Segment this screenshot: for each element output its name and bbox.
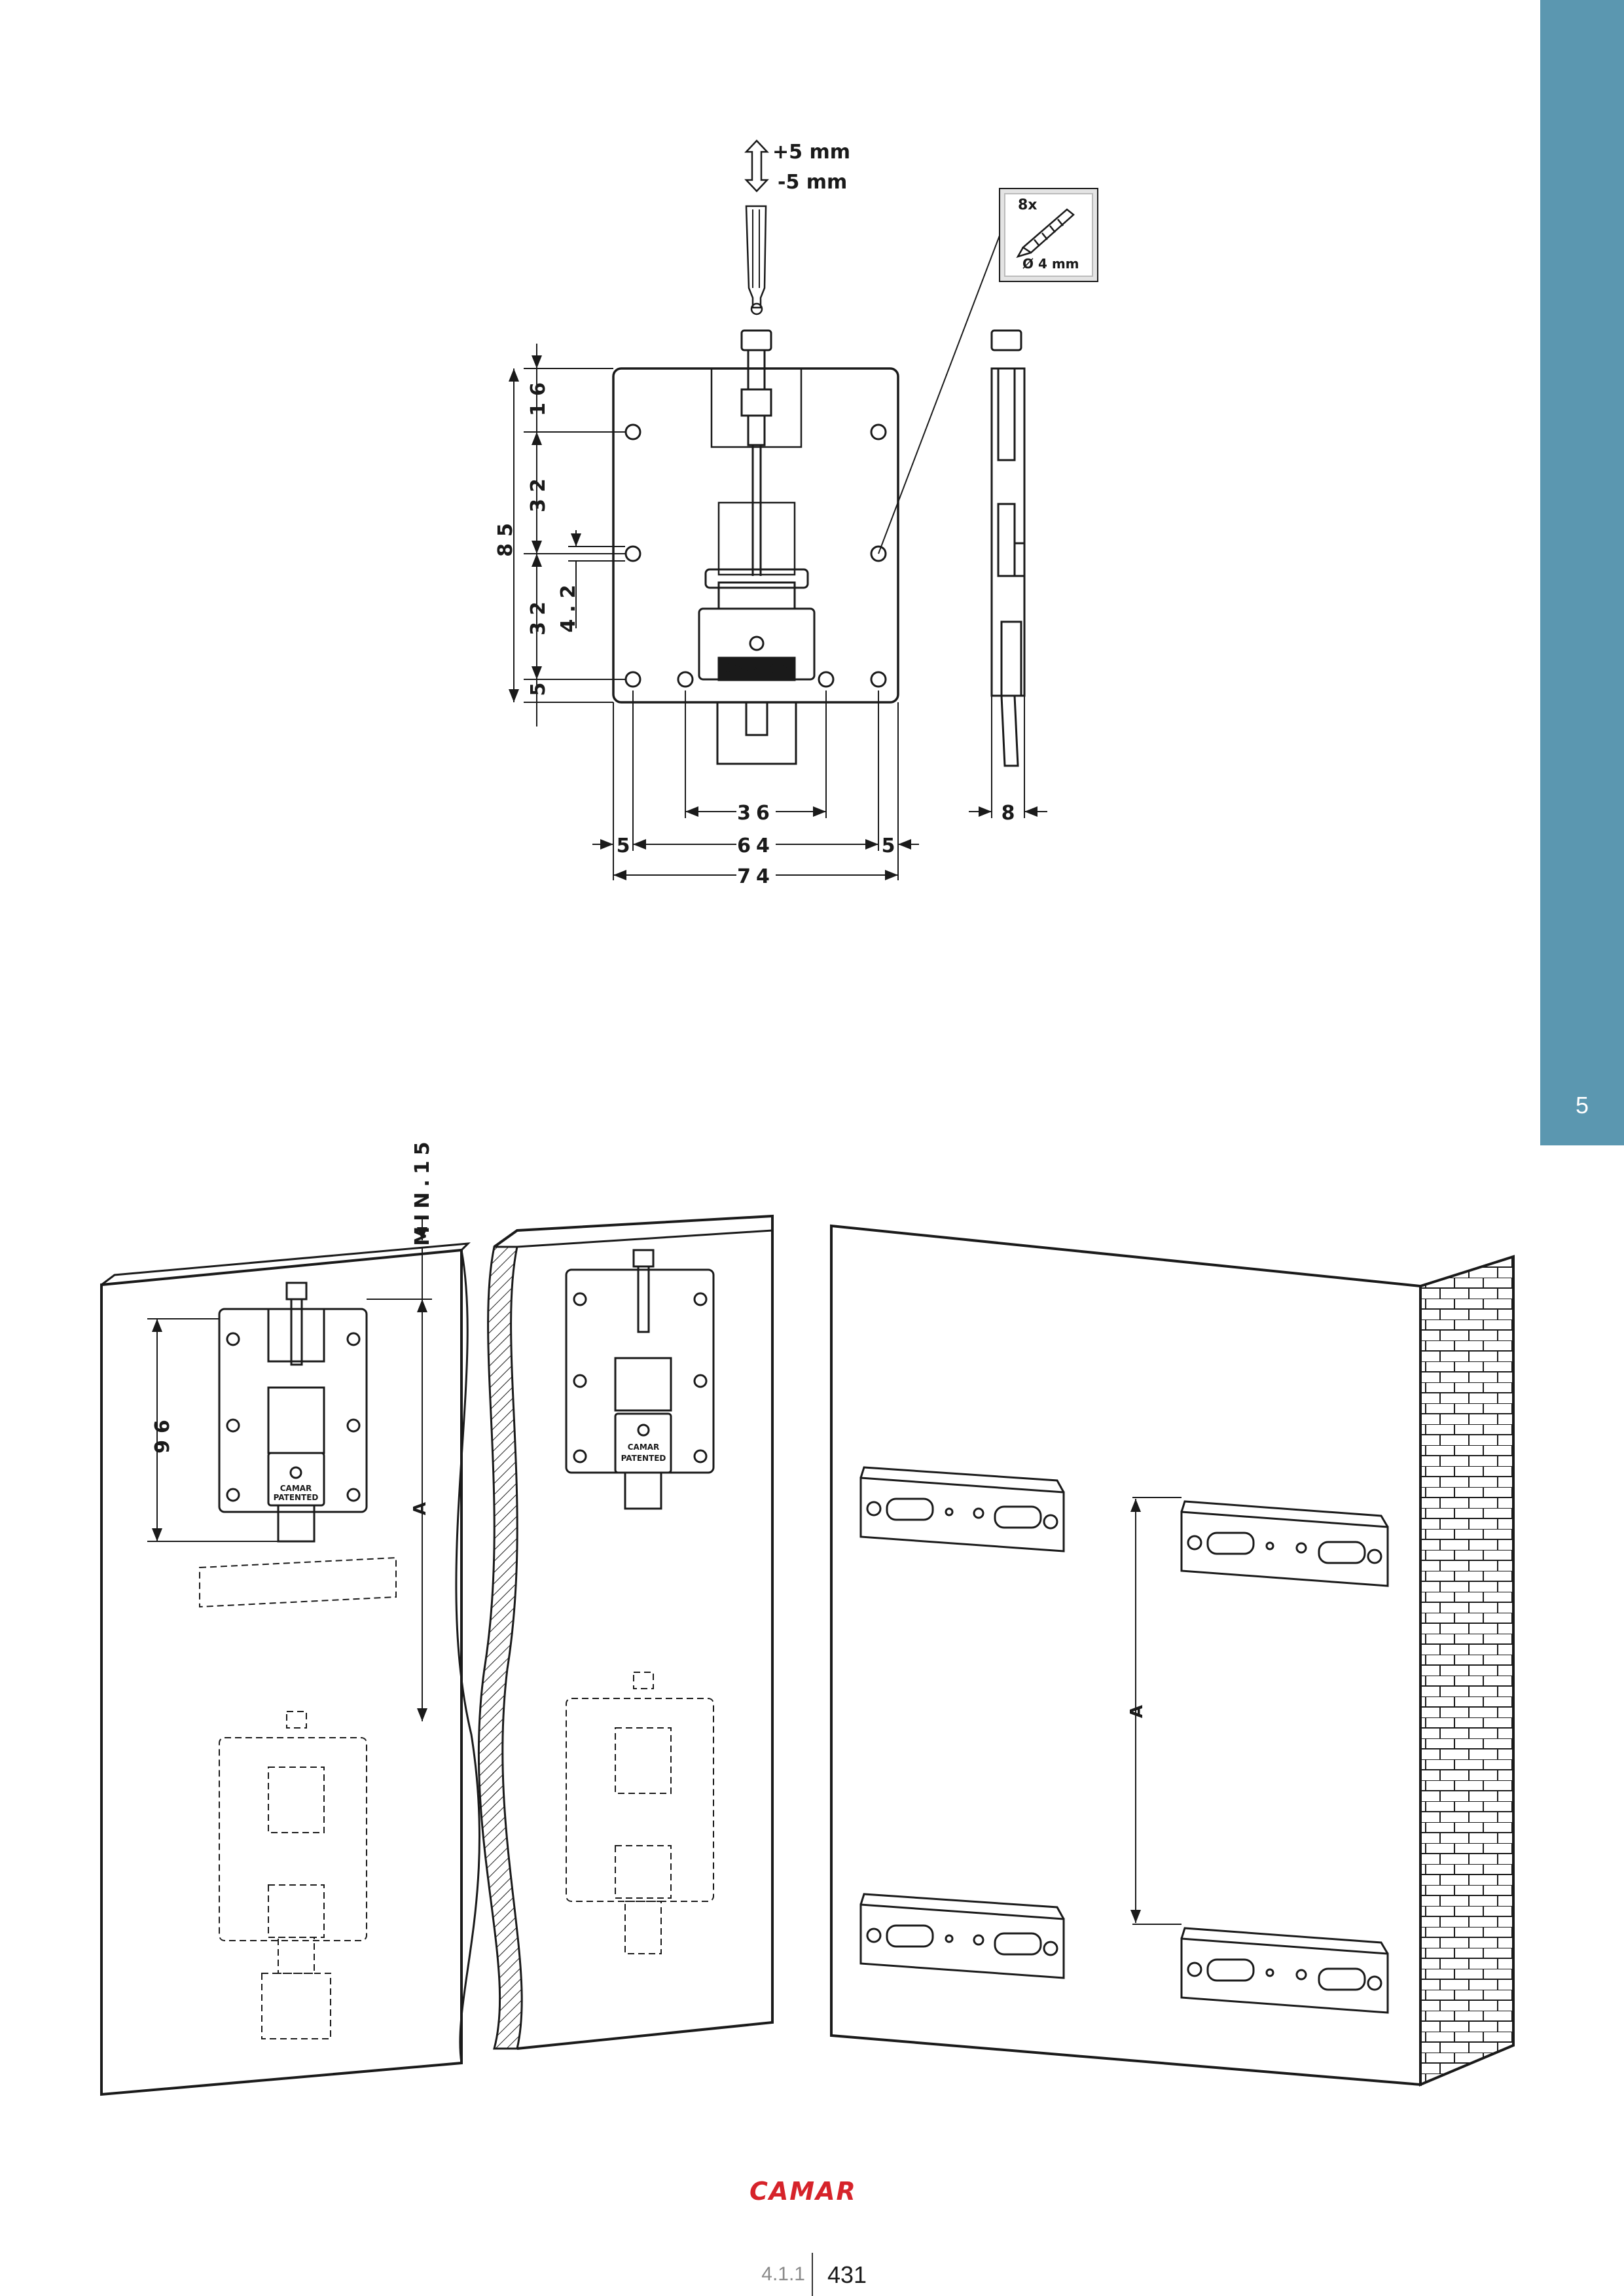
middle-patent-top: CAMAR (628, 1443, 660, 1452)
left-cabinet-side (100, 1248, 463, 2096)
dim-a-left: A (410, 1502, 430, 1515)
chapter-side-tab: 5 (1540, 0, 1624, 1145)
dim-96: 96 (151, 1413, 174, 1454)
dim-inner-width: 36 (737, 802, 775, 825)
middle-bracket: CAMAR PATENTED (565, 1249, 715, 1510)
adjustment-plus: +5 mm (772, 141, 850, 164)
dim-top: 16 (527, 376, 550, 416)
chapter-number: 5 (1575, 1092, 1589, 1119)
left-patent-top: CAMAR (280, 1484, 312, 1493)
dim-depth: 8 (1001, 802, 1015, 825)
dim-height-total: 85 (494, 516, 517, 557)
dim-a-right: A (1127, 1705, 1147, 1718)
installation-drawing: CAMAR PATENTED MIN.15 A 96 (100, 1136, 1515, 2096)
middle-patent-bottom: PATENTED (621, 1454, 666, 1463)
min-label: MIN.15 (411, 1136, 434, 1246)
dim-left-margin: 5 (617, 834, 630, 857)
side-view (990, 329, 1026, 767)
screwdriver-icon (745, 205, 767, 309)
dim-upper-gap: 32 (527, 472, 550, 512)
plate-brand-mark: CAMAR (725, 660, 788, 678)
mounting-plate (612, 367, 899, 704)
dim-right-margin: 5 (882, 834, 895, 857)
adjustment-minus: -5 mm (778, 171, 847, 194)
brick-wall (1419, 1255, 1515, 2087)
wall-rail-top-right (1180, 1500, 1389, 1587)
dim-lower-gap: 32 (527, 595, 550, 636)
wall-rail-bottom-left (859, 1893, 1065, 1979)
screw-quantity: 8x (1018, 197, 1038, 213)
footer-page-number: 431 (827, 2261, 867, 2288)
footer-section-number: 4.1.1 (761, 2263, 805, 2285)
screw-diameter: Ø 4 mm (1022, 256, 1079, 272)
dim-total-width: 74 (737, 865, 775, 888)
left-bracket: CAMAR PATENTED (218, 1282, 368, 1543)
left-patent-bottom: PATENTED (274, 1493, 319, 1502)
footer-logo: CAMAR (749, 2177, 857, 2206)
dim-hole-offset: 4.2 (557, 578, 580, 632)
dim-hole-span: 64 (737, 834, 775, 857)
front-view: CAMAR 8x Ø 4 mm (494, 139, 1098, 888)
wall-rail-bottom-right (1180, 1927, 1389, 2014)
dim-bottom: 5 (527, 676, 550, 696)
adjustment-arrow-icon (744, 139, 769, 192)
footer-divider (812, 2253, 813, 2296)
wall-rail-top-left (859, 1466, 1065, 1552)
screw-icon (1016, 208, 1075, 259)
